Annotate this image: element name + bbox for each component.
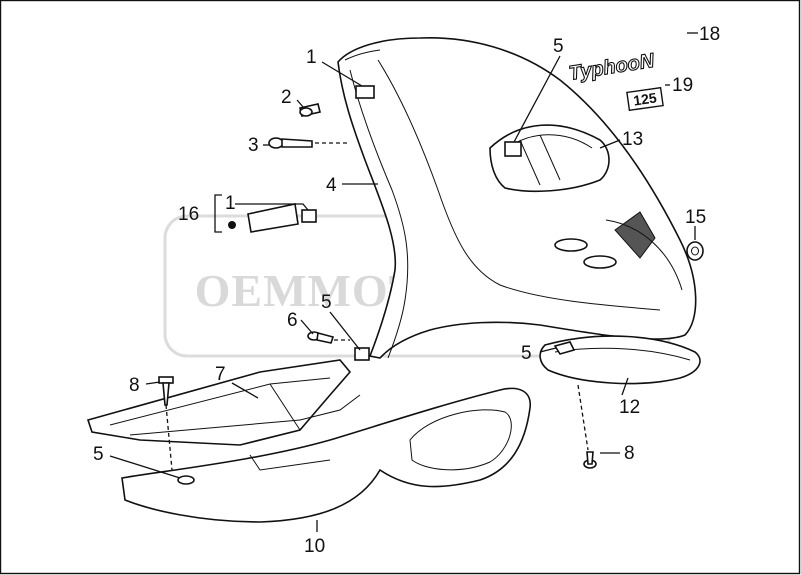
callout-1-top: 1: [306, 47, 317, 68]
callout-10: 10: [304, 536, 325, 557]
callout-4: 4: [326, 175, 337, 196]
leader-lines: [109, 32, 698, 532]
callout-2: 2: [281, 87, 292, 108]
callout-5-top: 5: [553, 36, 564, 57]
callout-7: 7: [215, 364, 226, 385]
callout-13: 13: [622, 129, 643, 150]
screw-8-left: [158, 376, 174, 406]
rivet-icon: [228, 221, 236, 229]
grommet-15: [686, 241, 704, 261]
callout-16: 16: [178, 204, 199, 225]
callout-8-right: 8: [624, 443, 635, 464]
callout-15: 15: [685, 207, 706, 228]
part-16-group: [214, 194, 317, 233]
callout-18: 18: [699, 24, 720, 45]
badge-125: 125: [626, 86, 664, 112]
callout-5-low: 5: [93, 444, 104, 465]
screw-3: [268, 137, 313, 149]
screw-8-right: [583, 451, 597, 469]
callout-8-left: 8: [129, 375, 140, 396]
callout-5-mid: 5: [321, 292, 332, 313]
callout-12: 12: [619, 397, 640, 418]
callout-19: 19: [672, 75, 693, 96]
floor-board: [86, 359, 352, 446]
clip-nut-5-low: [177, 475, 195, 485]
clip-nut-5-right: [553, 341, 576, 355]
screw-2: [299, 103, 321, 117]
callout-3: 3: [248, 135, 259, 156]
callout-6: 6: [287, 310, 298, 331]
front-shield: [337, 37, 697, 361]
badge-text: 125: [632, 89, 658, 108]
callout-5-right: 5: [521, 343, 532, 364]
callout-1-mid: 1: [225, 193, 236, 214]
side-cover: [121, 387, 531, 523]
screw-6: [307, 331, 335, 344]
